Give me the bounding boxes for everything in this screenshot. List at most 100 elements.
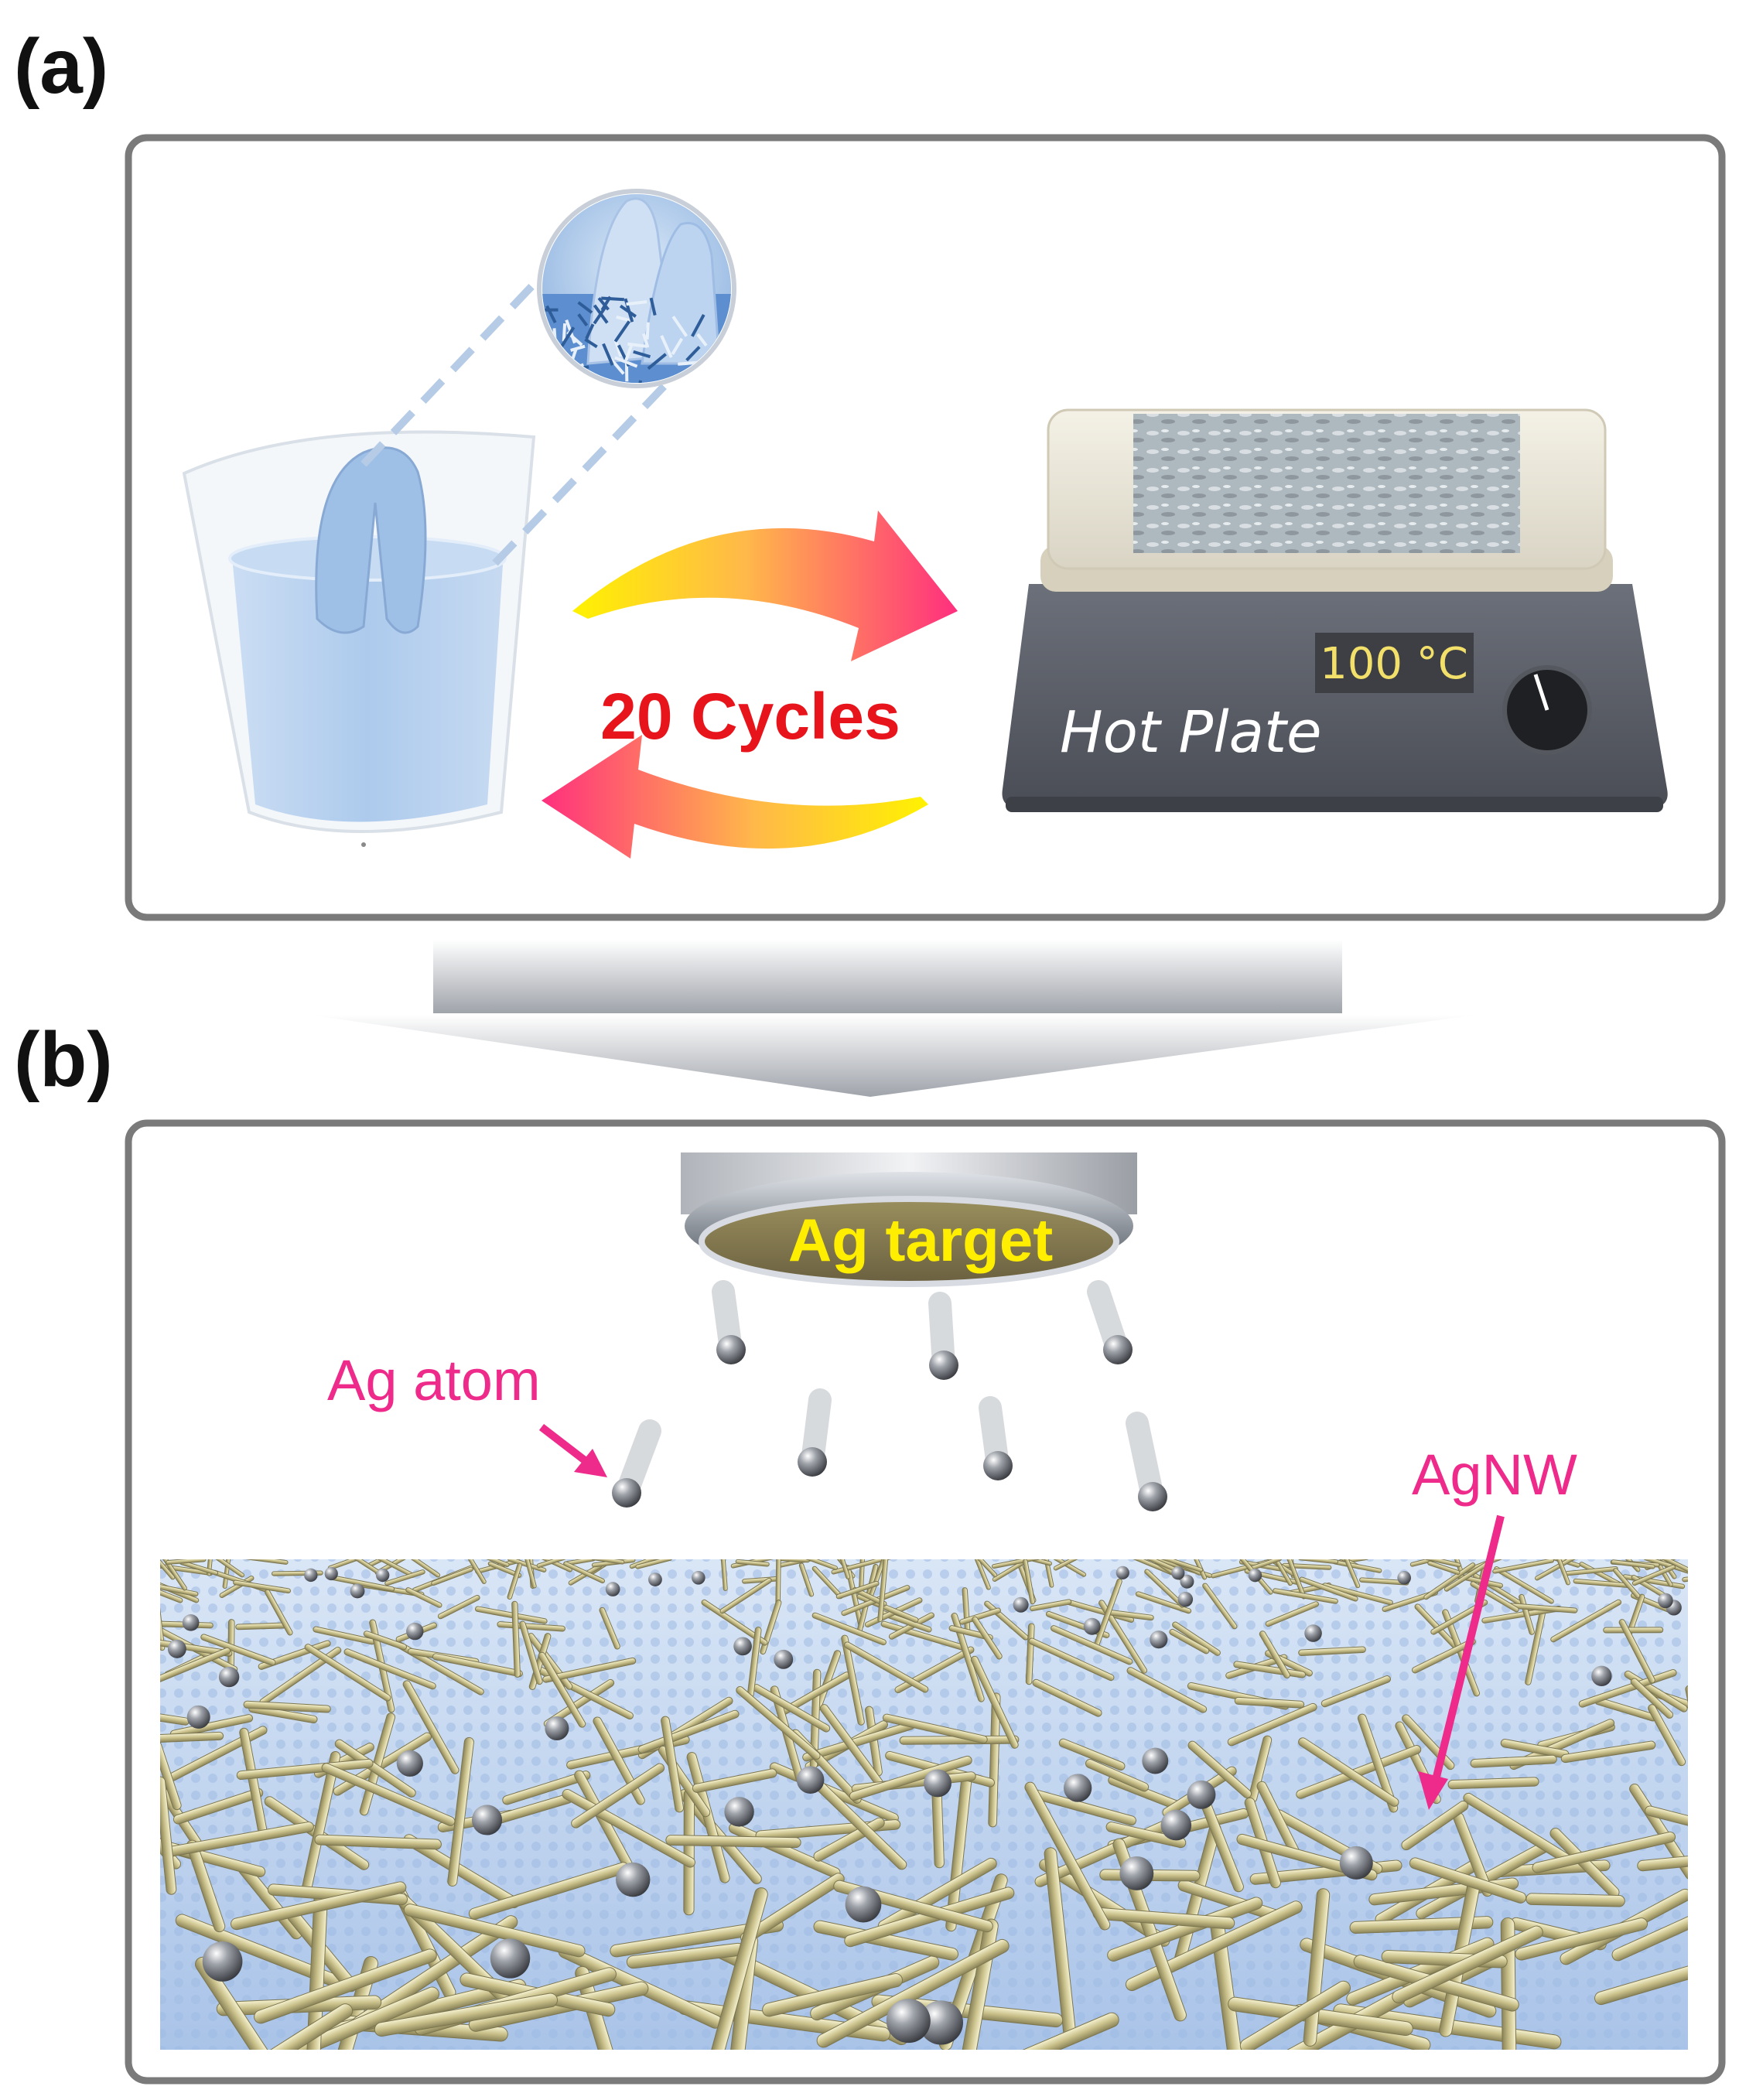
deposited-ag-atom [1150, 1630, 1168, 1649]
silver-nanowire [447, 1736, 474, 1887]
panel-a-tag: (a) [14, 23, 109, 110]
silver-nanowire [1338, 1559, 1361, 1589]
silver-nanowire [1492, 1559, 1555, 1574]
silver-nanowire [287, 1986, 440, 2050]
deposited-ag-atom [1591, 1665, 1612, 1687]
silver-nanowire [988, 1692, 1001, 1828]
zoom-nanowire [613, 320, 630, 343]
falling-ag-atom [798, 1447, 827, 1477]
silver-nanowire [1259, 1630, 1290, 1678]
deposited-ag-atom [1083, 1617, 1101, 1635]
silver-nanowire [477, 1559, 510, 1568]
zoom-nanowire [613, 338, 623, 357]
deposited-ag-atom [1304, 1624, 1322, 1642]
silver-nanowire [1392, 1925, 1543, 2004]
silver-nanowire [811, 1612, 887, 1646]
cycle-arrow-forward [572, 510, 958, 661]
silver-nanowire [519, 1559, 537, 1589]
silver-nanowire [487, 1561, 522, 1578]
deposited-ag-atom [167, 1639, 186, 1658]
silver-nanowire [948, 1625, 993, 1641]
deposited-ag-atom [1177, 1591, 1194, 1607]
silver-nanowire [543, 1678, 615, 1728]
silver-nanowire [437, 1594, 480, 1620]
zoom-nanowire [642, 333, 650, 348]
silver-nanowire [334, 1739, 416, 1798]
temperature-readout: 100 °C [1320, 639, 1468, 689]
silver-nanowire [160, 1740, 182, 1811]
zoom-nanowire [584, 337, 598, 349]
silver-nanowire [843, 1641, 929, 1693]
deposited-ag-atom [886, 1999, 931, 2044]
silver-nanowire [1427, 1560, 1461, 1576]
silver-nanowire [970, 1655, 1019, 1749]
silver-nanowire [882, 1713, 988, 1744]
deposited-ag-atom [375, 1568, 390, 1583]
deposited-ag-atom [924, 1769, 951, 1798]
hot-plate: 100 °C Hot Plate [1002, 408, 1668, 812]
silver-nanowire [841, 1634, 865, 1726]
deposited-ag-atom [605, 1582, 620, 1596]
falling-ag-atom [983, 1451, 1013, 1480]
silver-nanowire [1447, 1777, 1539, 1790]
silver-nanowire [1234, 1696, 1305, 1709]
silver-nanowire [816, 1938, 1010, 2048]
silver-nanowire [719, 1577, 772, 1614]
deposited-ag-atom [304, 1568, 318, 1583]
zoom-nanowire [577, 301, 593, 314]
silver-nanowire [160, 1638, 233, 1657]
zoom-nanowire [562, 323, 567, 342]
silver-nanowire [195, 1956, 325, 2050]
panel-b-tag: (b) [14, 1016, 113, 1103]
silver-nanowire [951, 1918, 999, 2050]
zoom-line-bottom [492, 370, 680, 566]
silver-nanowire [707, 1887, 768, 2050]
zoom-nanowire [645, 322, 650, 340]
silver-nanowire [1033, 1559, 1087, 1577]
silver-nanowire [1320, 1675, 1391, 1708]
zoom-nanowire [627, 342, 647, 348]
temperature-display [1315, 633, 1474, 693]
silver-nanowire [736, 1686, 821, 1760]
silver-nanowire [474, 1606, 548, 1624]
silver-nanowire [459, 1559, 487, 1584]
silver-nanowire [343, 1648, 436, 1690]
deposited-ag-atom [796, 1766, 825, 1794]
deposited-ag-atom [918, 2000, 964, 2045]
target-label: Ag target [788, 1206, 1053, 1274]
silver-nanowire [1202, 1583, 1238, 1630]
deposited-ag-atom [648, 1572, 662, 1586]
silver-nanowire [834, 1559, 851, 1579]
silver-nanowire [1423, 1562, 1476, 1600]
zoom-nanowire [570, 344, 586, 352]
silver-nanowire [1098, 1600, 1148, 1674]
transition-arrow [309, 940, 1478, 1097]
silver-nanowire [635, 1559, 673, 1569]
cycles-label: 20 Cycles [600, 680, 900, 753]
deposited-ag-atom [1187, 1780, 1216, 1809]
zoom-line-top [360, 248, 568, 467]
silver-nanowire [1603, 1627, 1664, 1634]
silver-nanowire [563, 1561, 605, 1584]
deposited-ag-atom [396, 1750, 423, 1777]
silver-nanowire [1412, 1638, 1476, 1674]
silver-nanowire [236, 1758, 374, 1781]
silver-nanowire [610, 1919, 784, 1958]
deposited-ag-atom [774, 1649, 794, 1669]
silver-nanowire [637, 1709, 740, 1754]
silver-nanowire [233, 1579, 291, 1594]
silver-nanowire [1169, 1628, 1210, 1654]
silver-nanowire [1611, 1902, 1688, 1962]
silver-nanowire [849, 1755, 972, 1801]
silver-nanowire [735, 1559, 770, 1567]
deposited-ag-atom [471, 1805, 503, 1835]
zoom-nanowire [597, 297, 610, 311]
silver-nanowire [1239, 1980, 1351, 2050]
silver-nanowire [1637, 1850, 1688, 1872]
silver-nanowire [511, 1600, 521, 1678]
silver-nanowire [1594, 1939, 1688, 2006]
silver-nanowire [1187, 1740, 1252, 1799]
silver-nanowire [991, 1559, 1041, 1569]
zoom-nanowire [559, 326, 576, 350]
zoom-nanowire [545, 305, 557, 324]
